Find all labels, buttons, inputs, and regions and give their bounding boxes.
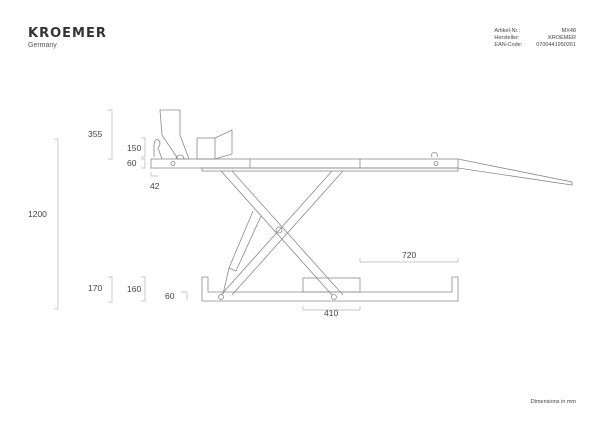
dim-clamp-offset: 150 <box>127 143 141 153</box>
ramp <box>457 158 573 186</box>
platform <box>150 152 459 172</box>
brand-logo: KROEMER Germany <box>28 26 107 50</box>
brand-subtitle: Germany <box>28 42 57 49</box>
units-note: Dimensions in mm <box>530 399 576 405</box>
dim-edge-offset: 42 <box>150 181 160 191</box>
dim-clamp-height: 355 <box>88 129 102 139</box>
brand-name: KROEMER <box>28 26 107 41</box>
dim-base-block-width: 410 <box>324 308 338 318</box>
spec-label: Artikel-Nr.: <box>494 28 521 34</box>
wheel-clamp <box>153 109 190 160</box>
wheel-stop <box>196 129 233 160</box>
spec-value: 07004419502​61 <box>536 42 576 48</box>
product-specs: Artikel-Nr.: MX48 Hersteller: KROEMER EA… <box>494 28 576 49</box>
spec-value: MX48 <box>561 28 576 34</box>
dimension-lines <box>54 109 459 311</box>
base-frame <box>201 276 459 302</box>
spec-row-article: Artikel-Nr.: MX48 <box>494 28 576 35</box>
spec-row-manufacturer: Hersteller: KROEMER <box>494 35 576 42</box>
dim-base-frame-height: 160 <box>127 284 141 294</box>
dim-platform-thickness: 60 <box>127 158 137 168</box>
spec-value: KROEMER <box>548 35 576 41</box>
dim-ramp-span: 720 <box>402 250 416 260</box>
spec-label: Hersteller: <box>494 35 520 41</box>
dim-base-foot: 60 <box>165 291 175 301</box>
dim-base-height: 170 <box>88 283 102 293</box>
dim-total-height: 1200 <box>28 209 47 219</box>
scissor-arms <box>220 170 344 296</box>
spec-label: EAN-Code: <box>494 42 523 48</box>
spec-row-ean: EAN-Code: 07004419502​61 <box>494 42 576 49</box>
